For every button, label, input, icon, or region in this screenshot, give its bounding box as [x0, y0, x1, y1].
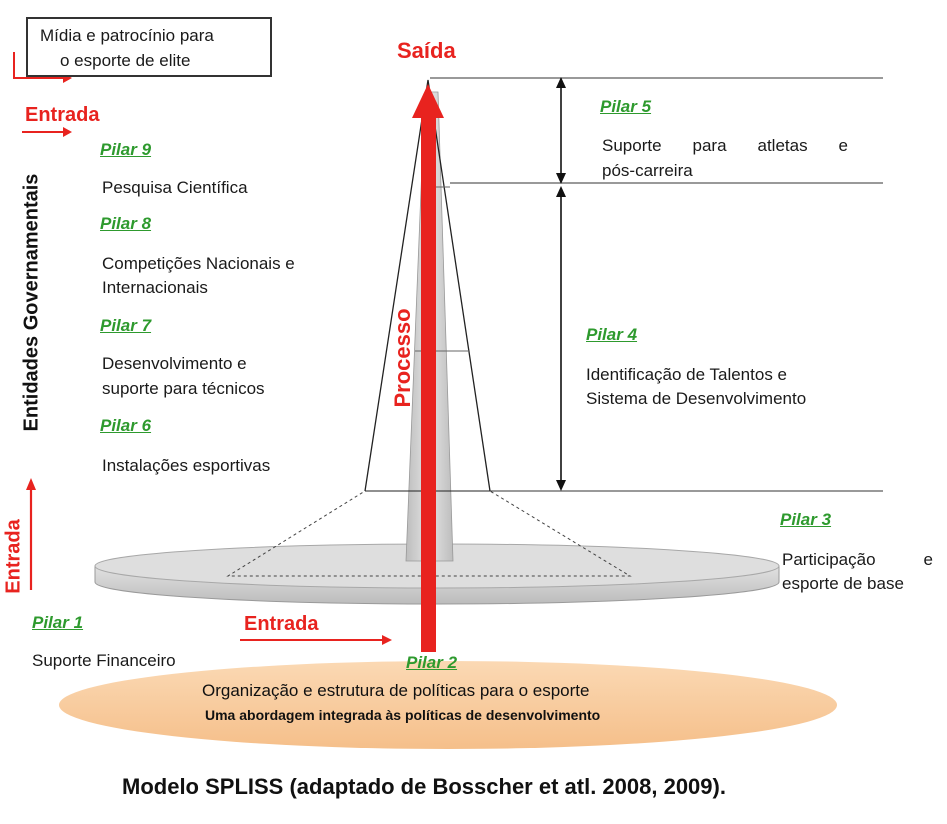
pilar4-line2: Sistema de Desenvolvimento: [586, 389, 807, 408]
pilar9-text: Pesquisa Científica: [102, 178, 248, 197]
pilar1-text: Suporte Financeiro: [32, 651, 176, 670]
pilar9-title: Pilar 9: [100, 140, 152, 159]
range-arrow-pilar5: [556, 77, 566, 184]
pilar8-line1: Competições Nacionais e: [102, 254, 295, 273]
pilar2-subtext: Uma abordagem integrada às políticas de …: [205, 707, 601, 723]
entrada-under-arrow: [22, 127, 72, 137]
range-arrow-pilar4: [556, 186, 566, 491]
pilar3-line1: Participação e: [782, 550, 933, 569]
entrada-bottom-arrow: [240, 635, 392, 645]
figure-caption: Modelo SPLISS (adaptado de Bosscher et a…: [122, 774, 726, 799]
pilar5-line2: pós-carreira: [602, 161, 693, 180]
pilar3-line2: esporte de base: [782, 574, 904, 593]
pilar7-title: Pilar 7: [100, 316, 152, 335]
policy-base-ellipse: [59, 661, 837, 749]
pilar4-title: Pilar 4: [586, 325, 638, 344]
pilar4-line1: Identificação de Talentos e: [586, 365, 787, 384]
saida-label: Saída: [397, 38, 456, 63]
pilar1-title: Pilar 1: [32, 613, 84, 632]
pilar6-title: Pilar 6: [100, 416, 152, 435]
media-box-line1: Mídia e patrocínio para: [40, 26, 214, 45]
dotted-trapezoid: [226, 490, 632, 577]
pilar5-line1: Suporte para atletas e: [602, 136, 848, 155]
media-box-line2: o esporte de elite: [60, 51, 191, 70]
pilar2-title: Pilar 2: [406, 653, 458, 672]
pyramid-outline: [364, 79, 491, 492]
processo-label: Processo: [390, 308, 415, 408]
pilar8-title: Pilar 8: [100, 214, 152, 233]
media-sponsorship-box: [26, 17, 272, 77]
pilar6-text: Instalações esportivas: [102, 456, 271, 475]
process-arrow: [412, 84, 444, 652]
pilar2-text: Organização e estrutura de políticas par…: [202, 681, 590, 700]
pilar8-line2: Internacionais: [102, 278, 208, 297]
entidades-governamentais-label: Entidades Governamentais: [20, 173, 43, 432]
pilar7-line1: Desenvolvimento e: [102, 354, 247, 373]
entrada-side-arrow: [26, 478, 36, 590]
entrada-side-label: Entrada: [2, 519, 25, 594]
pilar3-title: Pilar 3: [780, 510, 832, 529]
pilar7-line2: suporte para técnicos: [102, 379, 265, 398]
entrada-top-label: Entrada: [25, 104, 100, 126]
pilar5-title: Pilar 5: [600, 97, 652, 116]
entrada-bottom-label: Entrada: [244, 613, 319, 635]
